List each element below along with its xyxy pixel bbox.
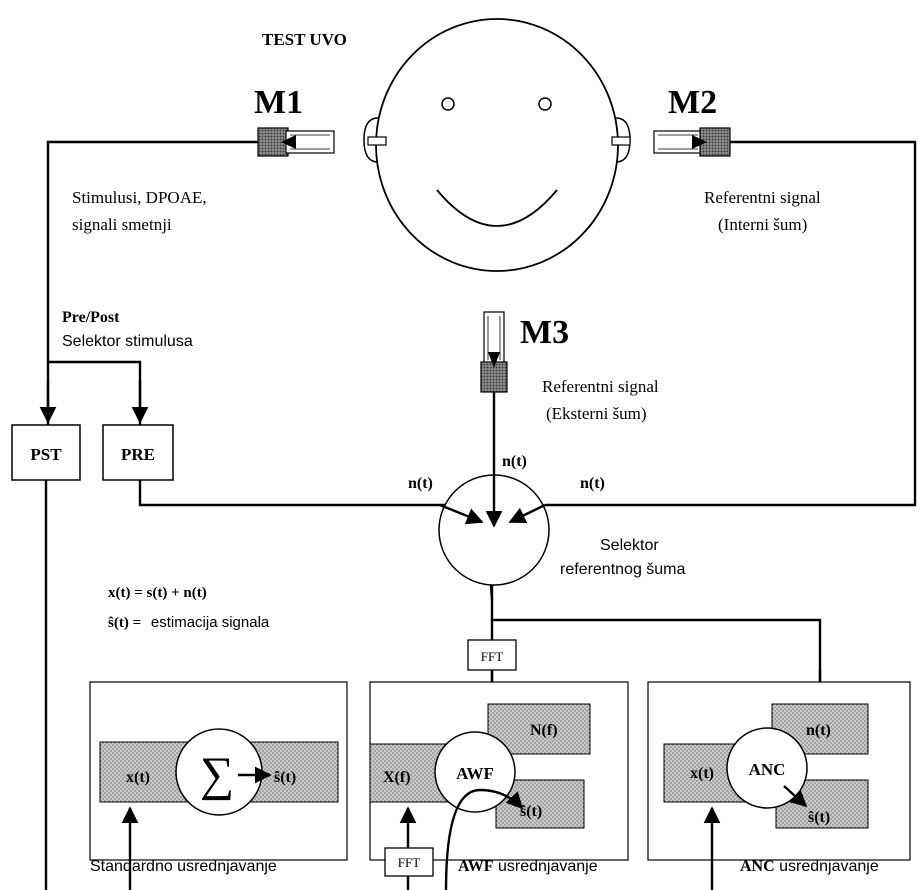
m2-microphone-icon xyxy=(654,128,730,156)
m3-note-line2: (Eksterni šum) xyxy=(546,404,647,423)
anc-caption: ANC usrednjavanje xyxy=(740,858,879,875)
pre-label: Pre xyxy=(62,309,86,326)
awf-caption-text: usrednjavanje xyxy=(494,858,598,875)
m2-note-line1: Referentni signal xyxy=(704,188,821,207)
anc-output-label: ŝ(t) xyxy=(808,809,830,826)
sum-icon: ∑ xyxy=(200,748,234,801)
awf-center-label: AWF xyxy=(456,764,494,783)
stimulus-selector-label: Selektor stimulusa xyxy=(62,333,193,350)
awf-caption-bold: AWF xyxy=(458,858,494,875)
m3-note-line1: Referentni signal xyxy=(542,377,659,396)
estimate-text: estimacija signala xyxy=(151,614,270,631)
awf-caption: AWF usrednjavanje xyxy=(458,858,598,875)
anc-caption-bold: ANC xyxy=(740,858,775,875)
anc-center-label: ANC xyxy=(749,760,786,779)
m3-microphone-icon xyxy=(481,312,507,392)
awf-noise-label: N(f) xyxy=(530,722,558,739)
noise-label-top: n(t) xyxy=(502,453,527,470)
m1-microphone-icon xyxy=(258,128,334,156)
noise-selector-line2: referentnog šuma xyxy=(560,561,686,578)
equation-xt: x(t) = s(t) + n(t) xyxy=(108,585,207,601)
pst-label: PST xyxy=(30,445,62,464)
m1-note-line2: signali smetnji xyxy=(72,215,172,234)
m1-label: M1 xyxy=(254,84,303,121)
m2-label: M2 xyxy=(668,84,717,121)
noise-label-left: n(t) xyxy=(408,475,433,492)
standard-input-label: x(t) xyxy=(126,769,150,786)
pre-box-label: PRE xyxy=(121,445,155,464)
post-label: /Post xyxy=(85,309,120,326)
m3-label: M3 xyxy=(520,314,569,351)
m1-note-line1: Stimulusi, DPOAE, xyxy=(72,188,207,207)
test-ear-head xyxy=(364,19,630,271)
anc-input-label: x(t) xyxy=(690,765,714,782)
standard-output-label: ŝ(t) xyxy=(274,769,296,786)
pre-post-label: Pre/Post xyxy=(62,309,120,326)
m2-note-line2: (Interni šum) xyxy=(718,215,807,234)
fft-bottom-label: FFT xyxy=(398,855,420,870)
noise-label-right: n(t) xyxy=(580,475,605,492)
title-test-ear: TEST UVO xyxy=(262,30,347,49)
fft-top-label: FFT xyxy=(481,649,503,664)
anc-caption-text: usrednjavanje xyxy=(775,858,879,875)
awf-output-label: ŝ(t) xyxy=(520,803,542,820)
standard-caption: Standardno usrednjavanje xyxy=(90,858,277,875)
equation-estimate: ŝ(t) = estimacija signala xyxy=(108,614,270,631)
awf-input-label: X(f) xyxy=(383,769,411,786)
anc-noise-label: n(t) xyxy=(806,722,831,739)
noise-selector-line1: Selektor xyxy=(600,537,659,554)
estimate-symbol: ŝ(t) = xyxy=(108,615,141,631)
